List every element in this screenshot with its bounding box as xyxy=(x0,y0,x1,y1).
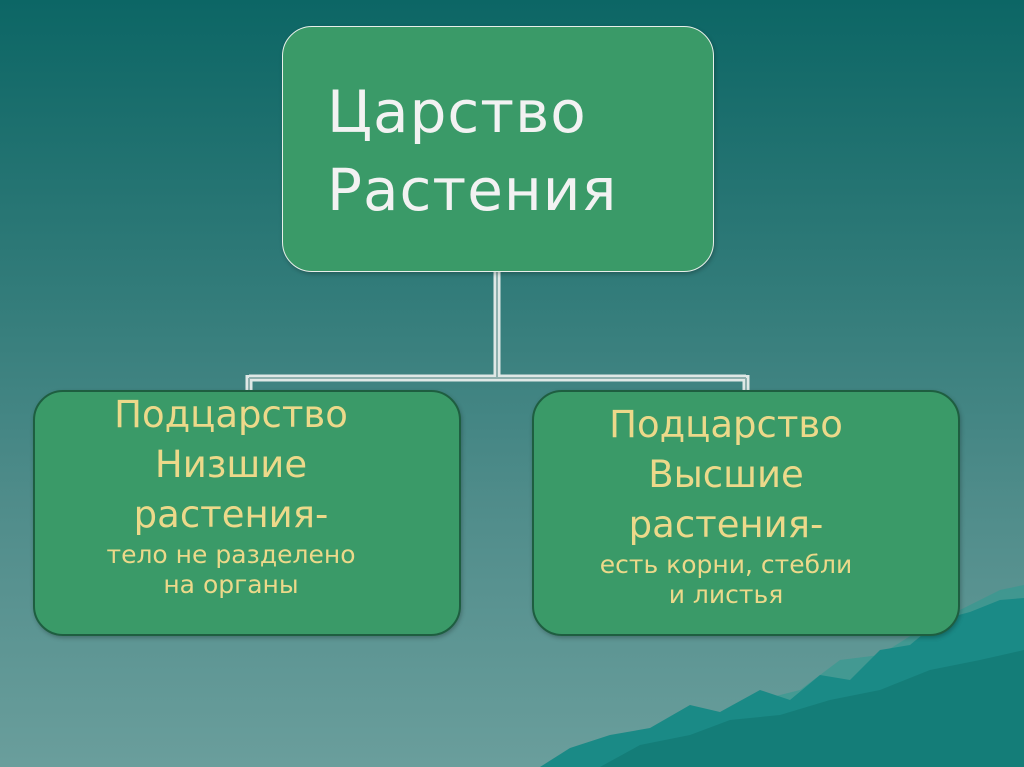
root-line-2: Растения xyxy=(327,156,618,224)
child-detail-1: есть корни, стебли xyxy=(599,550,853,579)
mountain-shadow xyxy=(600,650,1024,767)
child-detail-2: и листья xyxy=(668,580,784,609)
child-node-label: Подцарство Низшие растения- тело не разд… xyxy=(19,390,443,600)
child-line-3: растения- xyxy=(133,493,329,536)
child-line-1: Подцарство xyxy=(609,403,843,446)
root-node-label: Царство Растения xyxy=(327,73,617,229)
child-node-higher-plants: Подцарство Высшие растения- есть корни, … xyxy=(532,390,960,636)
root-line-1: Царство xyxy=(327,78,587,146)
child-node-label: Подцарство Высшие растения- есть корни, … xyxy=(514,400,938,610)
child-line-1: Подцарство xyxy=(114,393,348,436)
child-line-2: Низшие xyxy=(154,443,308,486)
root-node-kingdom-plants: Царство Растения xyxy=(282,26,714,272)
child-node-lower-plants: Подцарство Низшие растения- тело не разд… xyxy=(33,390,461,636)
child-line-3: растения- xyxy=(628,503,824,546)
child-detail-2: на органы xyxy=(163,570,299,599)
child-line-2: Высшие xyxy=(648,453,804,496)
connector-trunk-core xyxy=(248,272,747,392)
child-detail-1: тело не разделено xyxy=(106,540,356,569)
